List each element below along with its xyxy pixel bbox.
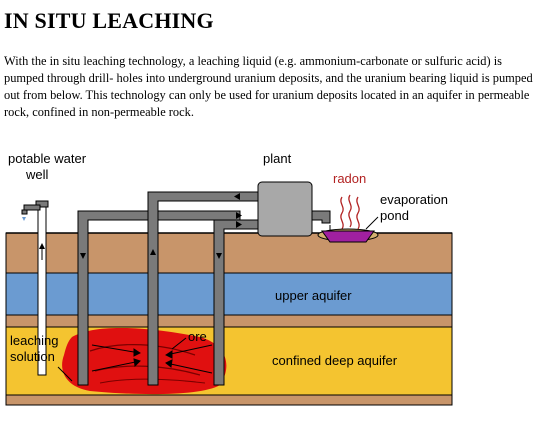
plant-building — [257, 181, 313, 237]
pond-leader-line — [365, 216, 379, 230]
upper-aquifer-layer — [5, 272, 453, 316]
ore-label: ore — [188, 329, 207, 344]
ore-leader-line — [171, 337, 187, 350]
page-title: IN SITU LEACHING — [4, 8, 214, 33]
well-label-line1: potable water — [8, 151, 87, 166]
evaporation-pond — [317, 225, 379, 243]
bedrock-layer — [5, 394, 453, 406]
plant-label: plant — [263, 151, 292, 166]
upper-aquifer-label: upper aquifer — [275, 288, 352, 303]
leaching-label-line2: solution — [10, 349, 55, 364]
ore-flow-arrows — [91, 344, 213, 374]
topsoil-layer — [5, 232, 453, 274]
deep-aquifer-label: confined deep aquifer — [272, 353, 398, 368]
pond-label-line1: evaporation — [380, 192, 448, 207]
radon-label: radon — [333, 171, 366, 186]
confining-layer — [5, 314, 453, 328]
radon-wisps — [340, 194, 360, 230]
pond-label-line2: pond — [380, 208, 409, 223]
leaching-label-line1: leaching — [10, 333, 58, 348]
flow-arrows — [80, 193, 242, 259]
well-label-line2: well — [25, 167, 49, 182]
in-situ-leaching-diagram: potable water well plant radon evaporati… — [5, 151, 453, 406]
leaching-leader-line — [57, 366, 73, 382]
well — [21, 200, 49, 376]
description-paragraph: With the in situ leaching technology, a … — [4, 54, 533, 119]
